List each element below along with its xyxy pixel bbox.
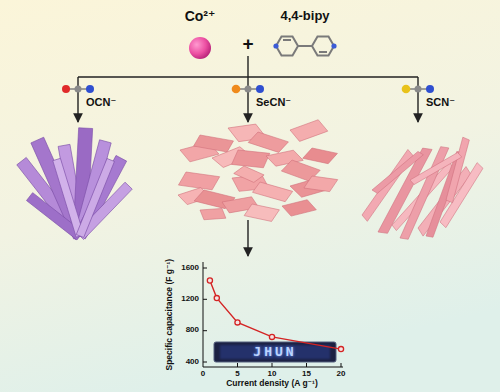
tick-label: 15	[302, 370, 311, 379]
flakes	[362, 137, 483, 239]
axis-title: Current density (A g⁻¹)	[226, 379, 318, 388]
tick-label: 0	[201, 370, 205, 379]
anion-label: OCN⁻	[86, 96, 116, 108]
capacitance-chart	[203, 262, 344, 367]
axis-title: Specific capacitance (F g⁻¹)	[165, 259, 174, 371]
tick-label: 1200	[181, 295, 199, 304]
reactant-name: Co²⁺	[183, 8, 218, 24]
nanosheets	[178, 120, 338, 222]
tick-label: 1600	[181, 264, 199, 273]
bipyridine-molecule	[276, 37, 334, 56]
plus-sign: +	[242, 34, 253, 55]
reactant-label: 4,4-bipy	[278, 9, 331, 24]
anion-icons	[62, 85, 434, 94]
led-text: JHUN	[253, 345, 296, 359]
reaction-branches	[78, 56, 418, 256]
tick-label: 800	[186, 326, 199, 335]
tick-label: 10	[268, 370, 277, 379]
tick-label: 400	[186, 358, 199, 367]
anion-label: SeCN⁻	[256, 96, 291, 108]
reactant-name: 4,4-bipy	[278, 9, 331, 24]
tick-label: 20	[337, 370, 346, 379]
tick-label: 5	[235, 370, 239, 379]
prism-cluster	[17, 128, 132, 240]
anion-label: SCN⁻	[426, 96, 455, 108]
reactant-label: Co²⁺	[183, 8, 218, 24]
cobalt-ion	[189, 37, 211, 59]
